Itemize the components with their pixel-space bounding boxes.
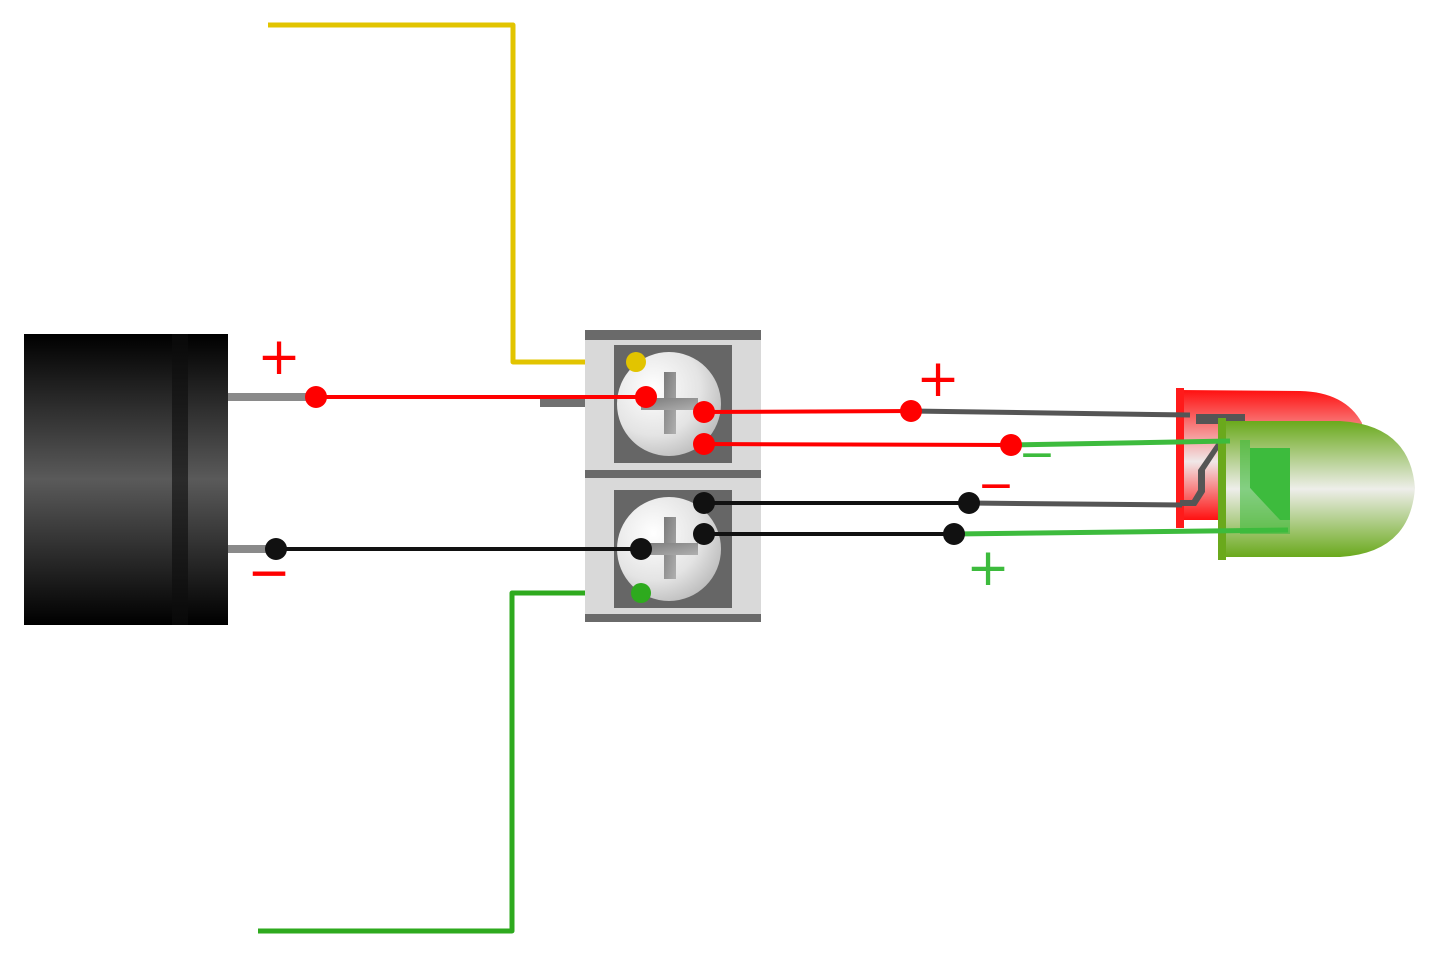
buzzer-plus-label: +: [257, 327, 301, 387]
terminal-block: [540, 330, 761, 622]
red-led-negative-wire: [693, 492, 1183, 514]
green-led-minus-label: −: [1019, 429, 1056, 480]
buzzer-positive-lead: [228, 393, 316, 401]
green-led-negative-wire: [693, 433, 1231, 456]
red-led-positive-wire: [693, 400, 1191, 423]
green-led-positive-wire: [693, 523, 1289, 545]
buzzer: [24, 334, 316, 625]
red-led-minus-label: −: [978, 460, 1015, 511]
green-wire-terminal-dot: [631, 583, 651, 603]
green-led-plus-label: +: [966, 538, 1010, 598]
buzzer-negative-lead: [228, 545, 276, 553]
yellow-input-wire: [268, 22, 636, 365]
yellow-wire-terminal-dot: [626, 352, 646, 372]
green-input-wire: [258, 590, 641, 934]
bicolor-led: [1176, 388, 1415, 560]
buzzer-minus-label: −: [247, 543, 291, 603]
buzzer-positive-wire: [305, 386, 657, 408]
red-led-plus-label: +: [916, 349, 960, 409]
buzzer-negative-wire: [265, 538, 652, 560]
